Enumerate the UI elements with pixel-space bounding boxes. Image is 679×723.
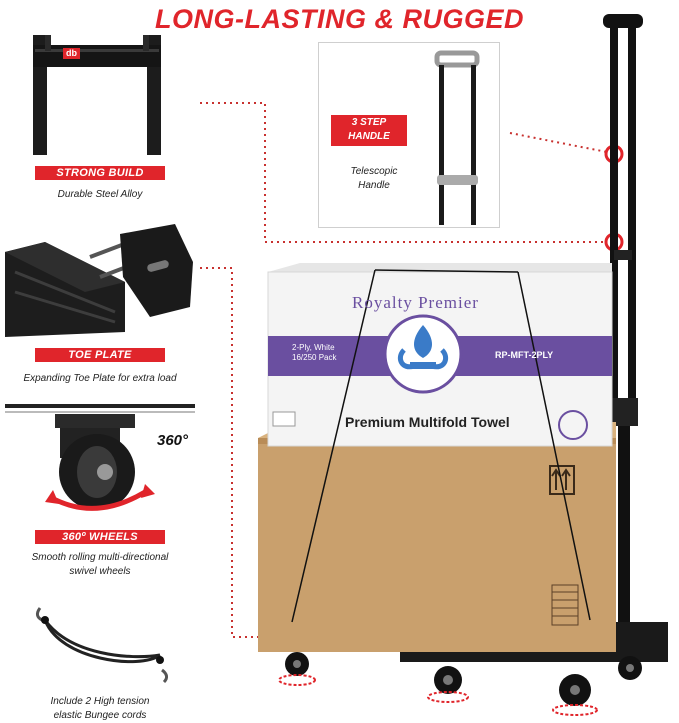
strong-build-badge: STRONG BUILD xyxy=(35,166,165,180)
page-title: LONG-LASTING & RUGGED xyxy=(155,4,524,34)
wheel-photo: 360° xyxy=(5,402,195,520)
wheels-caption-line1: Smooth rolling multi-directional xyxy=(31,552,169,563)
bungee-caption: Include 2 High tension elastic Bungee co… xyxy=(5,695,195,723)
handle-caption-line1: Telescopic xyxy=(350,166,398,177)
rotation-label: 360° xyxy=(157,432,189,449)
strong-build-photo: db xyxy=(5,35,195,155)
handle-badge-line2: HANDLE xyxy=(348,131,390,142)
wheels-badge: 360º WHEELS xyxy=(35,530,165,544)
handle-caption: Telescopic Handle xyxy=(329,165,419,193)
handle-callout: 3 STEP HANDLE Telescopic Handle xyxy=(318,42,500,228)
strong-build-caption: Durable Steel Alloy xyxy=(57,189,143,200)
box-spec-line2: 16/250 Pack xyxy=(292,353,337,362)
box-product-name: Premium Multifold Towel xyxy=(345,414,510,430)
telescopic-handle-illustration xyxy=(434,50,480,225)
handle-badge: 3 STEP HANDLE xyxy=(331,115,407,146)
bungee-cord-photo xyxy=(20,600,180,685)
box-sku: RP-MFT-2PLY xyxy=(495,350,554,360)
bungee-caption-line1: Include 2 High tension xyxy=(50,696,150,707)
wheels-caption-line2: swivel wheels xyxy=(69,566,131,577)
toe-plate-badge: TOE PLATE xyxy=(35,348,165,362)
box-spec: 2-Ply, White 16/250 Pack xyxy=(292,343,336,363)
toe-plate-caption: Expanding Toe Plate for extra load xyxy=(23,373,177,384)
handle-caption-line2: Handle xyxy=(358,180,390,191)
handle-badge-line1: 3 STEP xyxy=(351,117,387,128)
brand-logo: db xyxy=(63,48,80,59)
wheels-caption: Smooth rolling multi-directional swivel … xyxy=(5,551,195,579)
bungee-caption-line2: elastic Bungee cords xyxy=(53,710,147,721)
box-spec-line1: 2-Ply, White xyxy=(292,343,335,352)
toe-plate-photo xyxy=(5,222,195,337)
box-brand: Royalty Premier xyxy=(352,293,479,312)
